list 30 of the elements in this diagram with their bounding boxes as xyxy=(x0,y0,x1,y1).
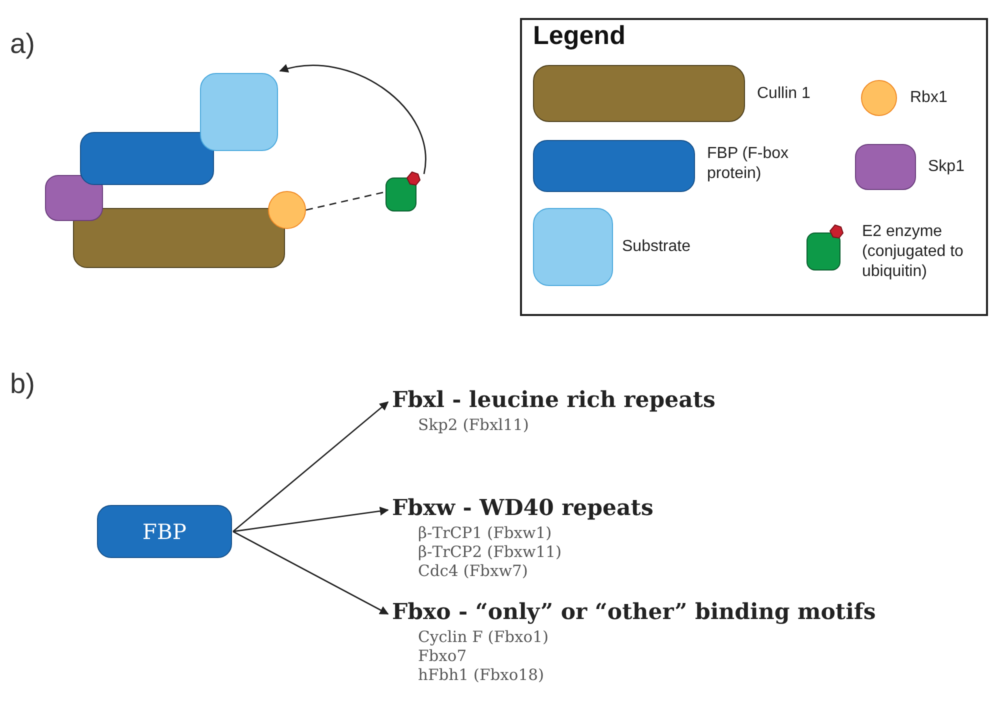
arrow xyxy=(232,401,389,532)
panel-label: b) xyxy=(10,368,35,400)
protein-name: Fbxo7 xyxy=(417,647,468,666)
protein-name: Cdc4 (Fbxw7) xyxy=(417,562,529,581)
protein-name: Skp2 (Fbxl11) xyxy=(417,416,530,435)
f-box-protein-block xyxy=(80,132,214,185)
legend-text: Rbx1 xyxy=(910,88,948,108)
arrow xyxy=(232,506,389,532)
group-heading: Fbxo - “only” or “other” binding motifs xyxy=(392,598,876,627)
legend-text: Cullin 1 xyxy=(757,84,810,104)
rbx1-circle xyxy=(268,191,306,229)
group-heading: Fbxl - leucine rich repeats xyxy=(392,386,716,415)
protein-name: Cyclin F (Fbxo1) xyxy=(417,628,550,647)
arrow xyxy=(232,530,389,615)
legend-text: Skp1 xyxy=(928,157,964,177)
skp1-block xyxy=(45,175,103,221)
protein-name: hFbh1 (Fbxo18) xyxy=(417,666,545,685)
legend-text: E2 enzyme (conjugated to ubiquitin) xyxy=(862,222,964,282)
legend-text: Substrate xyxy=(622,237,690,257)
legend-title: Legend xyxy=(533,20,626,51)
protein-name: β-TrCP2 (Fbxw11) xyxy=(417,543,563,562)
group-heading: Fbxw - WD40 repeats xyxy=(392,494,654,523)
substrate-block xyxy=(200,73,278,151)
protein-name: β-TrCP1 (Fbxw1) xyxy=(417,524,553,543)
dashed-line xyxy=(306,191,386,211)
legend-text: FBP (F-box protein) xyxy=(707,144,790,184)
panel-label: a) xyxy=(10,28,35,60)
arrow xyxy=(279,64,426,174)
cullin-block xyxy=(73,208,285,268)
f-box-protein-block: FBP xyxy=(97,505,232,558)
